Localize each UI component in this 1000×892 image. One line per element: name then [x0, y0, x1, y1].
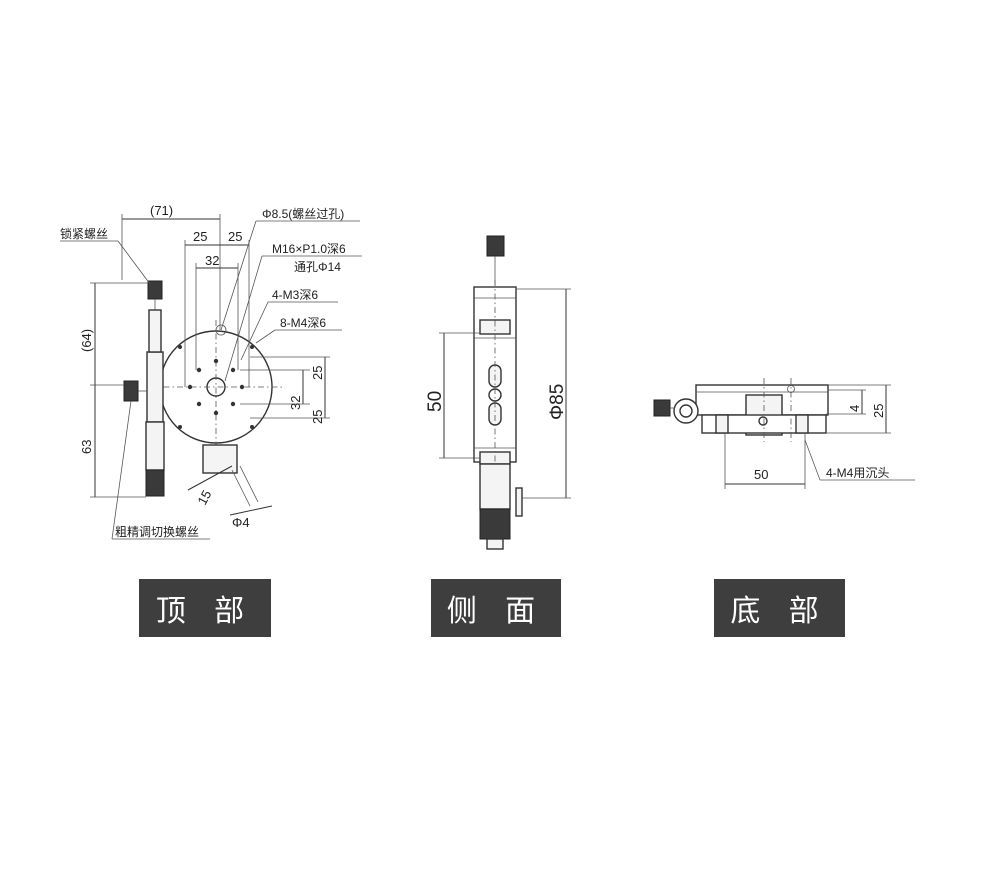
side-dim-50: 50 — [425, 391, 446, 412]
label-lock-screw: 锁紧螺丝 — [60, 226, 108, 241]
side-dim-phi85: Φ85 — [547, 384, 568, 420]
dim-64: (64) — [79, 329, 94, 352]
side-view-drawing: 50 Φ85 — [425, 235, 571, 550]
label-m16-thread: M16×P1.0深6 — [272, 242, 346, 256]
bottom-dim-25: 25 — [871, 404, 886, 418]
caption-bottom-view: 底 部 — [714, 579, 845, 637]
caption-top-view: 顶 部 — [139, 579, 271, 637]
dim-phi4: Φ4 — [232, 515, 250, 530]
dim-25-b: 25 — [228, 229, 242, 244]
dim-25-right-1: 25 — [310, 366, 325, 380]
dim-25-a: 25 — [193, 229, 207, 244]
dim-32-right: 32 — [288, 396, 303, 410]
dim-25-right-2: 25 — [310, 410, 325, 424]
label-phi85-hole: Φ8.5(螺丝过孔) — [262, 207, 344, 221]
bottom-dim-50: 50 — [754, 467, 768, 482]
label-m3-holes: 4-M3深6 — [272, 288, 318, 302]
dim-32-top: 32 — [205, 253, 219, 268]
dim-15: 15 — [194, 488, 214, 508]
dim-71: (71) — [150, 203, 173, 218]
label-m4-holes: 8-M4深6 — [280, 316, 326, 330]
label-coarse-fine-screw: 粗精调切换螺丝 — [115, 525, 199, 539]
bottom-view-drawing: 50 4 25 4-M4用沉头 — [653, 378, 915, 489]
label-m4-counterbore: 4-M4用沉头 — [826, 466, 889, 480]
bottom-dim-4: 4 — [847, 405, 862, 412]
caption-side-view: 侧 面 — [431, 579, 561, 637]
label-through-hole: 通孔Φ14 — [294, 260, 341, 274]
dim-63: 63 — [79, 440, 94, 454]
top-view-drawing: (71) 25 25 32 (64) 63 25 32 25 15 Φ4 锁紧螺… — [60, 203, 362, 540]
mount-holes — [178, 345, 254, 429]
